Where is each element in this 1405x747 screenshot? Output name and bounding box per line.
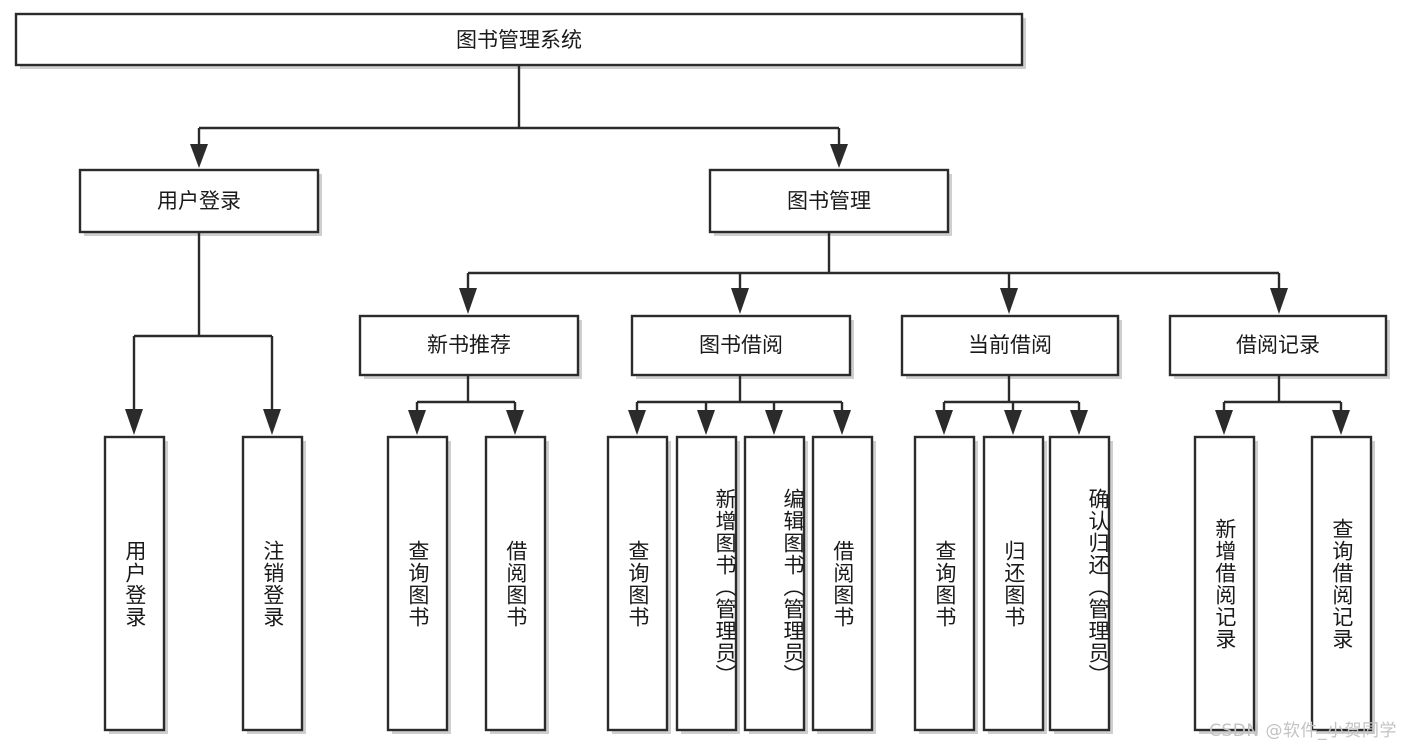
connector-borrow-record-to-leaves	[1215, 375, 1350, 435]
leaf-current-1[interactable]	[982, 435, 1047, 734]
leaf-user-login-0[interactable]	[103, 435, 168, 734]
connector-current-borrow-to-leaves	[935, 375, 1088, 435]
leaf-record-1[interactable]	[1310, 435, 1375, 734]
node-new-book-recommend-label: 新书推荐	[427, 333, 511, 357]
node-user-login-label: 用户登录	[157, 189, 241, 213]
node-new-book-recommend[interactable]	[358, 314, 582, 379]
connector-book-management-to-level3	[459, 232, 1288, 314]
connector-book-borrow-to-leaves	[628, 375, 851, 435]
leaf-borrow-0[interactable]	[606, 435, 671, 734]
connector-user-login-to-leaves	[125, 232, 281, 435]
connector-new-book-to-leaves	[408, 375, 524, 435]
node-root[interactable]	[14, 12, 1026, 69]
node-borrow-record-label: 借阅记录	[1236, 333, 1320, 357]
node-book-borrow[interactable]	[630, 314, 854, 379]
leaf-current-2[interactable]	[1048, 435, 1113, 734]
node-book-borrow-label: 图书借阅	[699, 333, 783, 357]
leaf-borrow-3[interactable]	[811, 435, 876, 734]
leaf-user-login-1[interactable]	[241, 435, 306, 734]
node-user-login[interactable]	[78, 168, 322, 236]
leaf-current-0[interactable]	[913, 435, 978, 734]
node-root-label: 图书管理系统	[456, 28, 582, 52]
leaf-new-book-1[interactable]	[484, 435, 549, 734]
node-current-borrow[interactable]	[900, 314, 1122, 379]
leaf-borrow-2[interactable]	[743, 435, 808, 734]
node-current-borrow-label: 当前借阅	[968, 333, 1052, 357]
leaf-record-0[interactable]	[1193, 435, 1258, 734]
watermark-text: CSDN @软件_小贺同学	[1209, 721, 1397, 741]
leaf-borrow-1[interactable]	[675, 435, 740, 734]
connector-root-to-level2	[190, 65, 848, 168]
node-borrow-record[interactable]	[1168, 314, 1390, 379]
leaf-new-book-0[interactable]	[386, 435, 451, 734]
node-book-management-label: 图书管理	[787, 189, 871, 213]
